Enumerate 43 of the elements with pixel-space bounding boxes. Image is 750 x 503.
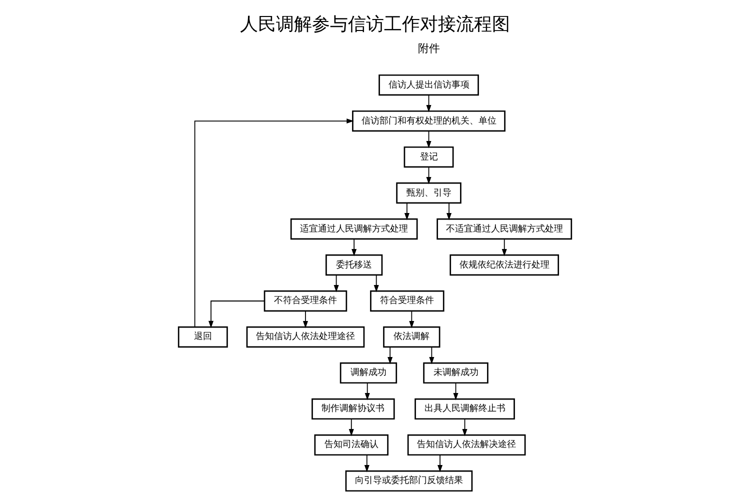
- node-box: 依法调解: [383, 326, 440, 348]
- arrow: [502, 238, 507, 256]
- arrow: [374, 274, 379, 292]
- arrow: [453, 382, 458, 400]
- arrow: [334, 274, 339, 292]
- arrow: [208, 300, 265, 328]
- node-box: 向引导或委托部门反馈结果: [345, 470, 473, 492]
- node-box: 出具人民调解终止书: [414, 398, 515, 420]
- arrow: [302, 310, 308, 328]
- node-box: 制作调解协议书: [312, 398, 395, 420]
- diagram-title: 人民调解参与信访工作对接流程图: [240, 14, 510, 34]
- node-box: 适宜通过人民调解方式处理: [290, 218, 418, 240]
- label: 附件: [418, 42, 440, 55]
- arrow: [388, 346, 393, 364]
- arrow: [426, 94, 432, 112]
- node-box: 信访部门和有权处理的机关、单位: [352, 110, 506, 132]
- arrow: [462, 418, 468, 436]
- node-box: 不符合受理条件: [264, 290, 348, 312]
- arrow: [446, 202, 452, 220]
- arrow: [364, 454, 370, 472]
- arrow: [364, 382, 370, 400]
- arrow: [404, 202, 410, 220]
- arrow: [426, 166, 432, 184]
- node-box: 登记: [404, 146, 454, 168]
- node-box: 退回: [178, 326, 228, 348]
- arrow: [352, 238, 357, 256]
- node-box: 依规依纪依法进行处理: [450, 254, 560, 276]
- node-box: 甄别、引导: [396, 182, 462, 204]
- node-box: 告知信访人依法解决途径: [407, 434, 526, 456]
- node-box: 委托移送: [326, 254, 383, 276]
- arrow: [194, 118, 354, 328]
- arrow: [348, 418, 354, 436]
- node-box: 调解成功: [340, 362, 398, 384]
- arrow: [438, 454, 443, 472]
- arrow: [409, 310, 414, 328]
- node-box: 符合受理条件: [370, 290, 444, 312]
- node-box: 未调解成功: [423, 362, 488, 384]
- node-box: 告知信访人依法处理途径: [246, 326, 365, 348]
- node-box: 告知司法确认: [314, 434, 388, 456]
- arrow: [426, 130, 432, 148]
- arrow: [429, 346, 434, 364]
- node-box: 不适宜通过人民调解方式处理: [436, 218, 572, 240]
- node-box: 信访人提出信访事项: [378, 74, 479, 96]
